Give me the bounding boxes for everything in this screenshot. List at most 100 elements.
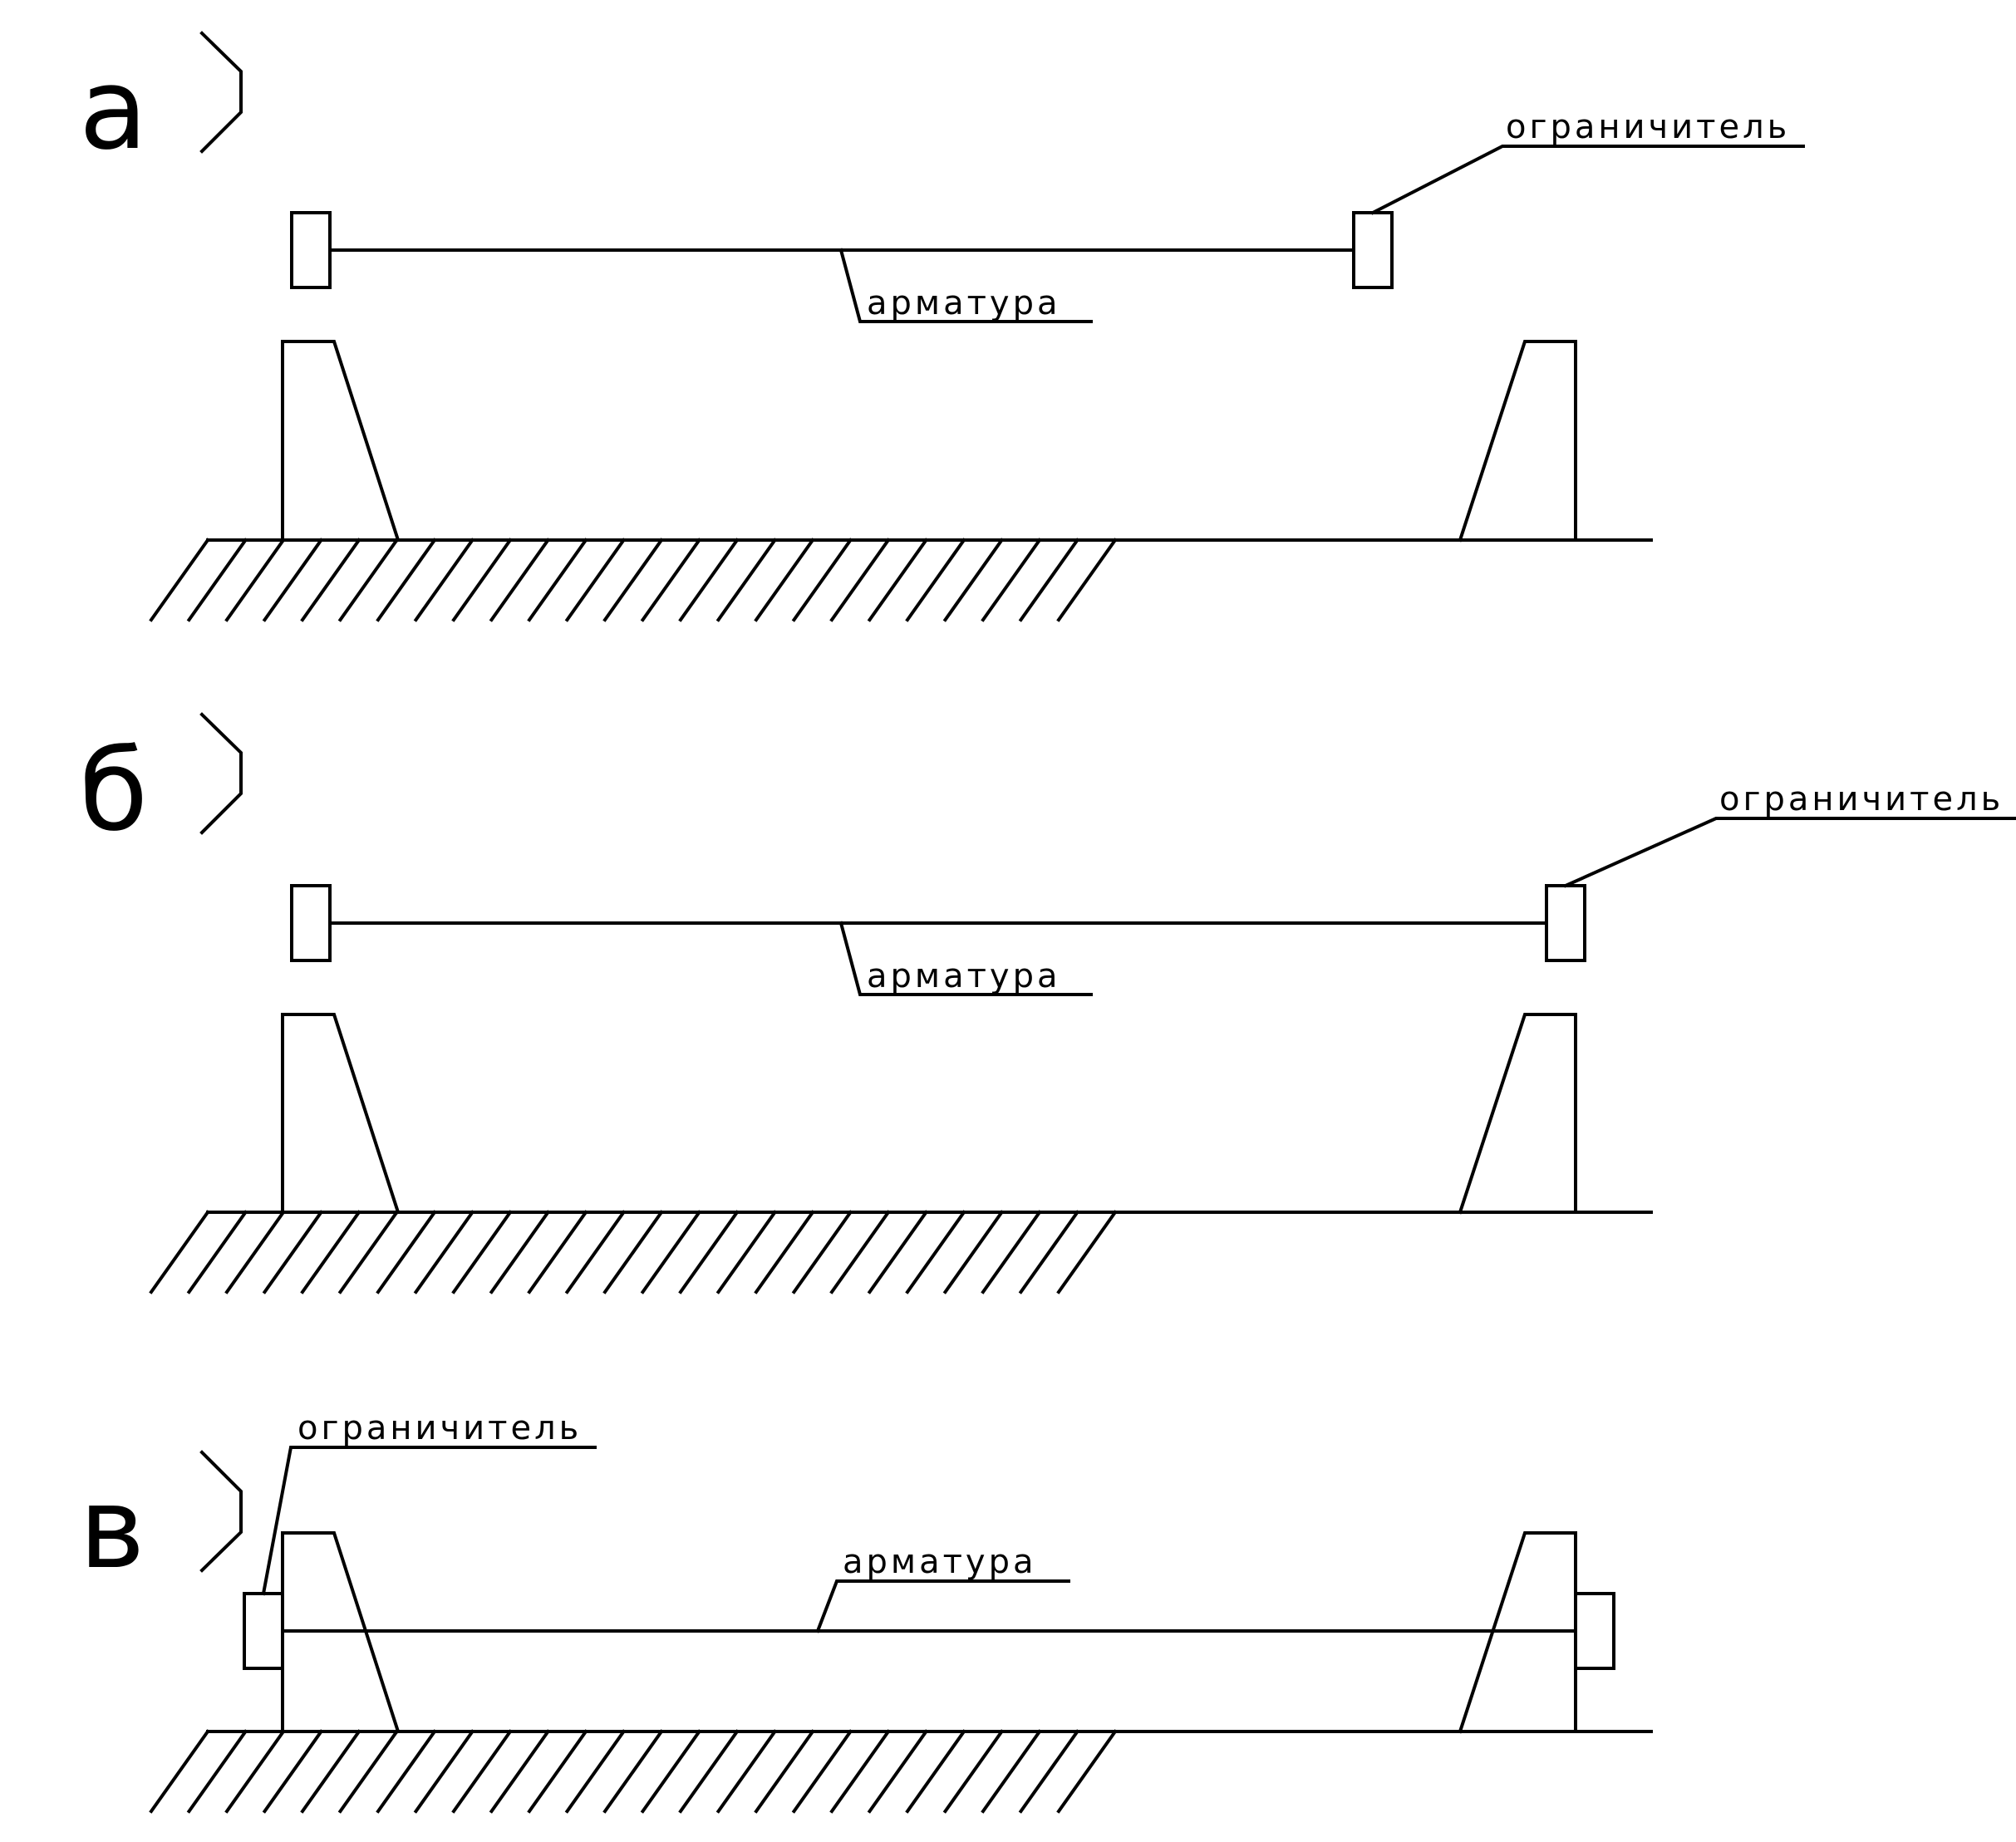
hatch-stroke [905,1210,966,1294]
panel-letter-b: б [79,725,148,856]
hatch-stroke [1018,1729,1080,1814]
panel-c-paren [199,1450,243,1573]
hatch-stroke [942,538,1005,622]
hatch-stroke [754,1729,815,1814]
hatch-stroke [981,1210,1042,1294]
support-right [1458,340,1577,543]
hatch-stroke [564,538,627,622]
hatch-stroke [640,1729,702,1814]
stopper-leader [261,1446,597,1596]
rebar-label: арматура [843,1543,1036,1581]
support-left [281,1013,401,1215]
hatch-stroke [1018,1210,1080,1294]
hatch-stroke [678,538,740,622]
hatch-stroke [489,1729,551,1814]
hatch-stroke [186,1210,248,1294]
panel-letter-a: а [79,44,148,174]
hatch-stroke [829,1729,891,1814]
hatch-stroke [715,1210,778,1294]
hatch-stroke [829,1210,891,1294]
panel-letter-c: в [79,1463,145,1594]
hatch-stroke [376,538,437,622]
hatch-stroke [451,1210,513,1294]
hatch-stroke [149,1729,210,1814]
hatch-stroke [300,538,361,622]
hatch-stroke [602,1729,664,1814]
hatch-stroke [413,538,475,622]
hatch-stroke [337,1729,400,1814]
support-left [281,340,401,543]
hatch-stroke [527,538,588,622]
hatch-stroke [791,1729,853,1814]
hatch-stroke [640,538,702,622]
panel-b-letter: б [79,712,243,856]
hatch-stroke [300,1210,361,1294]
rebar-label: арматура [867,957,1060,995]
hatch-stroke [754,1210,815,1294]
hatch-stroke [489,538,551,622]
hatch-stroke [224,1210,286,1294]
hatch-stroke [867,1729,929,1814]
hatch-stroke [678,1210,740,1294]
stopper-label: ограничитель [297,1409,582,1447]
hatch-stroke [942,1729,1005,1814]
stopper-leader [1563,817,2016,888]
panel-a-paren [199,31,243,154]
hatch-stroke [715,538,778,622]
stopper-leader [1370,145,1805,215]
hatch-stroke [451,1729,513,1814]
hatch-stroke [413,1729,475,1814]
hatch-stroke [149,1210,210,1294]
panel-c-letter: в [79,1450,243,1594]
hatch-stroke [867,538,929,622]
hatch-stroke [942,1210,1005,1294]
stopper-right [1352,211,1394,289]
stopper-right [1545,884,1586,962]
hatch-stroke [262,1729,324,1814]
stopper-label: ограничитель [1506,108,1790,146]
hatch-stroke [376,1729,437,1814]
rebar-leader [815,1579,1070,1633]
hatch-stroke [337,538,400,622]
ground-hatching [149,1210,1118,1294]
hatch-stroke [376,1210,437,1294]
hatch-stroke [602,538,664,622]
hatch-stroke [1056,1210,1118,1294]
hatch-stroke [186,1729,248,1814]
hatch-stroke [337,1210,400,1294]
hatch-stroke [791,1210,853,1294]
hatch-stroke [1056,538,1118,622]
hatch-stroke [905,1729,966,1814]
hatch-stroke [149,538,210,622]
hatch-stroke [678,1729,740,1814]
hatch-stroke [186,538,248,622]
hatch-stroke [564,1210,627,1294]
hatch-stroke [791,538,853,622]
panel-b-paren [199,712,243,835]
hatch-stroke [300,1729,361,1814]
ground-hatching [149,538,1118,622]
hatch-stroke [262,538,324,622]
hatch-stroke [527,1210,588,1294]
hatch-stroke [905,538,966,622]
rebar-label: арматура [867,284,1060,322]
ground-hatching [149,1729,1118,1814]
hatch-stroke [262,1210,324,1294]
hatch-stroke [224,538,286,622]
hatch-stroke [564,1729,627,1814]
hatch-stroke [715,1729,778,1814]
stopper-left [290,884,332,962]
rebar-leader [838,921,1093,996]
hatch-stroke [527,1729,588,1814]
stopper-left [243,1592,284,1670]
hatch-stroke [451,538,513,622]
stopper-label: ограничитель [1719,780,2004,818]
hatch-stroke [829,538,891,622]
panel-b: б арматура ограничитель [79,712,2016,1294]
hatch-stroke [981,1729,1042,1814]
hatch-stroke [489,1210,551,1294]
panel-a-letter: а [79,31,243,174]
support-right [1458,1013,1577,1215]
hatch-stroke [981,538,1042,622]
